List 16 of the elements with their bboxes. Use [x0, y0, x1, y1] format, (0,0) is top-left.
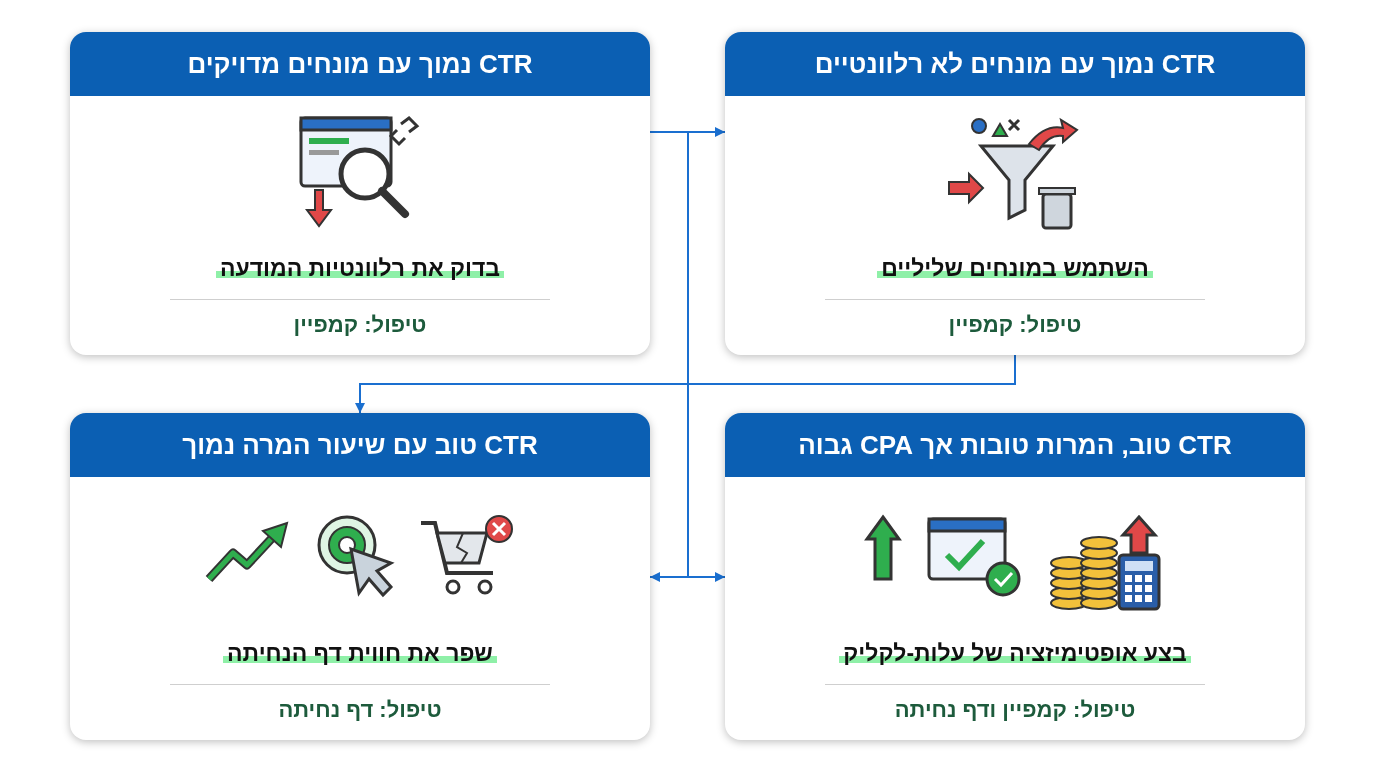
treatment-text: טיפול: קמפיין [293, 312, 427, 337]
problem-card [70, 32, 650, 355]
action-text: השתמש במונחים שליליים [877, 255, 1153, 281]
card-header: CTR טוב, המרות טובות אך CPA גבוה [725, 413, 1305, 477]
connector-arrow [355, 354, 1016, 414]
card-header: CTR נמוך עם מונחים לא רלוונטיים [725, 32, 1305, 96]
problem-card [725, 32, 1305, 355]
action-text: בצע אופטימיזציה של עלות-לקליק [839, 640, 1191, 666]
problem-card [70, 413, 650, 740]
treatment-text: טיפול: קמפיין [948, 312, 1082, 337]
problem-card [725, 413, 1305, 740]
action-text: בדוק את רלוונטיות המודעה [215, 255, 505, 281]
treatment-text: טיפול: קמפיין ודף נחיתה [894, 697, 1136, 722]
card-header: CTR נמוך עם מונחים מדויקים [70, 32, 650, 96]
treatment-text: טיפול: דף נחיתה [278, 697, 442, 722]
card-header: CTR טוב עם שיעור המרה נמוך [70, 413, 650, 477]
